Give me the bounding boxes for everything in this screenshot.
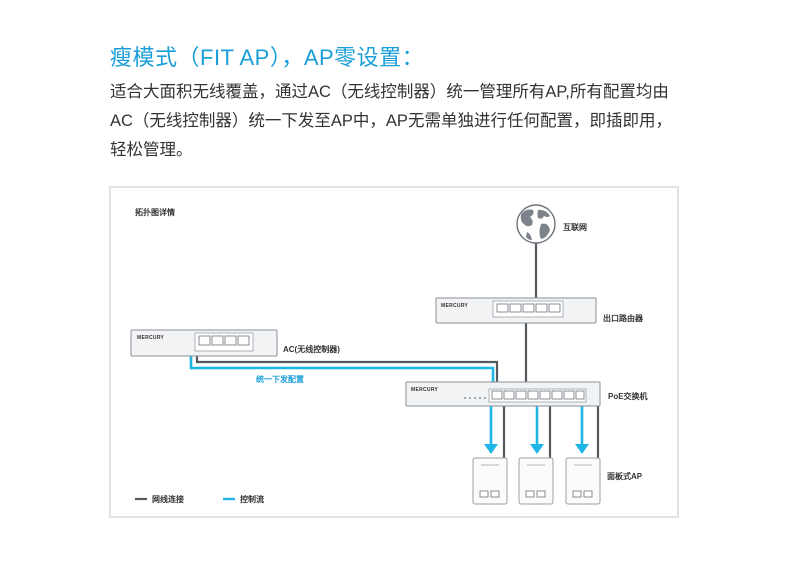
- router-label: 出口路由器: [603, 313, 644, 323]
- legend-control-flow: 控制流: [240, 494, 264, 504]
- description-line-2: AC（无线控制器）统一下发至AP中，AP无需单独进行任何配置，即插即用，: [110, 112, 672, 130]
- ac-brand: MERCURY: [137, 335, 165, 341]
- poe-switch-device: MERCURY: [405, 381, 601, 407]
- internet-globe-icon: [516, 204, 556, 244]
- control-flow-ac-poe: [189, 356, 495, 390]
- description-line-3: 轻松管理。: [110, 141, 193, 159]
- internet-label: 互联网: [563, 222, 587, 232]
- topology-diagram: 拓扑图详情 统一下发配置 互联网 ME: [130, 204, 648, 505]
- poe-brand: MERCURY: [411, 387, 439, 393]
- description: 适合大面积无线覆盖，通过AC（无线控制器）统一管理所有AP,所有配置均由 AC（…: [110, 78, 710, 165]
- cable-ac-poe: [195, 356, 499, 388]
- router-brand: MERCURY: [441, 303, 469, 309]
- config-label: 统一下发配置: [256, 374, 304, 384]
- ac-label: AC(无线控制器): [283, 344, 340, 354]
- ap-label: 面板式AP: [607, 471, 643, 481]
- ac-controller-device: MERCURY: [130, 329, 278, 357]
- panel-ap-2: [518, 457, 554, 505]
- control-arrow-ap-3: [575, 444, 589, 454]
- legend-network-line: 网线连接: [152, 494, 184, 504]
- router-device: MERCURY: [435, 297, 597, 324]
- panel-ap-1: [472, 457, 508, 505]
- control-arrow-ap-1: [484, 444, 498, 454]
- topology-title: 拓扑图详情: [135, 207, 175, 217]
- legend: 网线连接 控制流: [135, 494, 264, 504]
- control-arrow-ap-2: [530, 444, 544, 454]
- description-line-1: 适合大面积无线覆盖，通过AC（无线控制器）统一管理所有AP,所有配置均由: [110, 83, 669, 101]
- topology-panel: 拓扑图详情 统一下发配置 互联网 ME: [109, 186, 679, 518]
- panel-ap-3: [565, 457, 601, 505]
- poe-label: PoE交换机: [608, 391, 648, 401]
- page-heading: 瘦模式（FIT AP），AP零设置：: [110, 45, 425, 70]
